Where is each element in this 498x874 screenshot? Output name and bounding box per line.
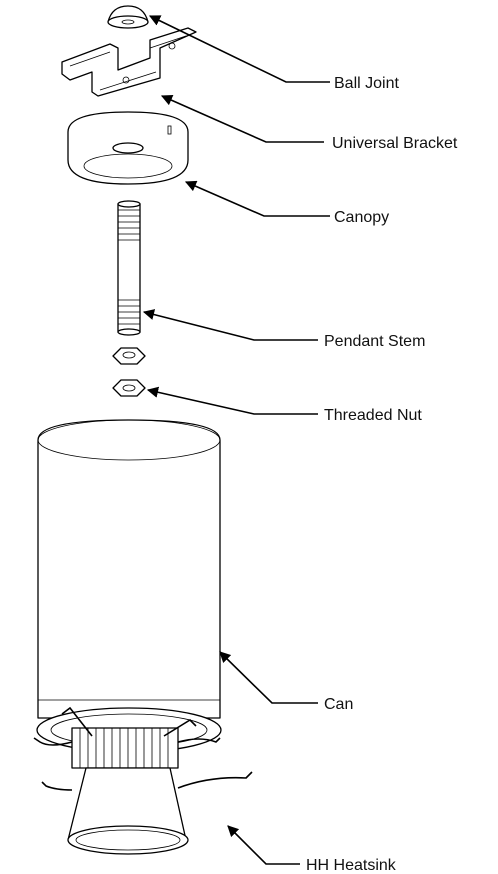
ball-joint-leader (148, 15, 330, 83)
universal-bracket-leader (160, 94, 324, 143)
pendant-stem-label: Pendant Stem (324, 333, 425, 350)
threaded-nut-label: Threaded Nut (324, 407, 422, 424)
can-part (36, 419, 222, 753)
nut-part (112, 347, 146, 365)
universal-bracket-part (61, 27, 197, 97)
pendant-stem-leader (142, 309, 318, 341)
hh-heatsink-leader (227, 825, 300, 865)
can-leader (219, 651, 318, 704)
canopy-leader (184, 180, 330, 217)
can-label: Can (324, 696, 353, 713)
pendant-stem-part (117, 200, 141, 336)
hh-heatsink-part (33, 706, 253, 855)
hh-heatsink-label: HH Heatsink (306, 857, 397, 874)
ball-joint-part (107, 5, 149, 29)
ball-joint-label: Ball Joint (334, 75, 399, 92)
canopy-label: Canopy (334, 209, 389, 226)
universal-bracket-label: Universal Bracket (332, 135, 458, 152)
canopy-part (67, 111, 189, 185)
threaded-nut-part (112, 379, 146, 397)
threaded-nut-leader (146, 386, 318, 415)
